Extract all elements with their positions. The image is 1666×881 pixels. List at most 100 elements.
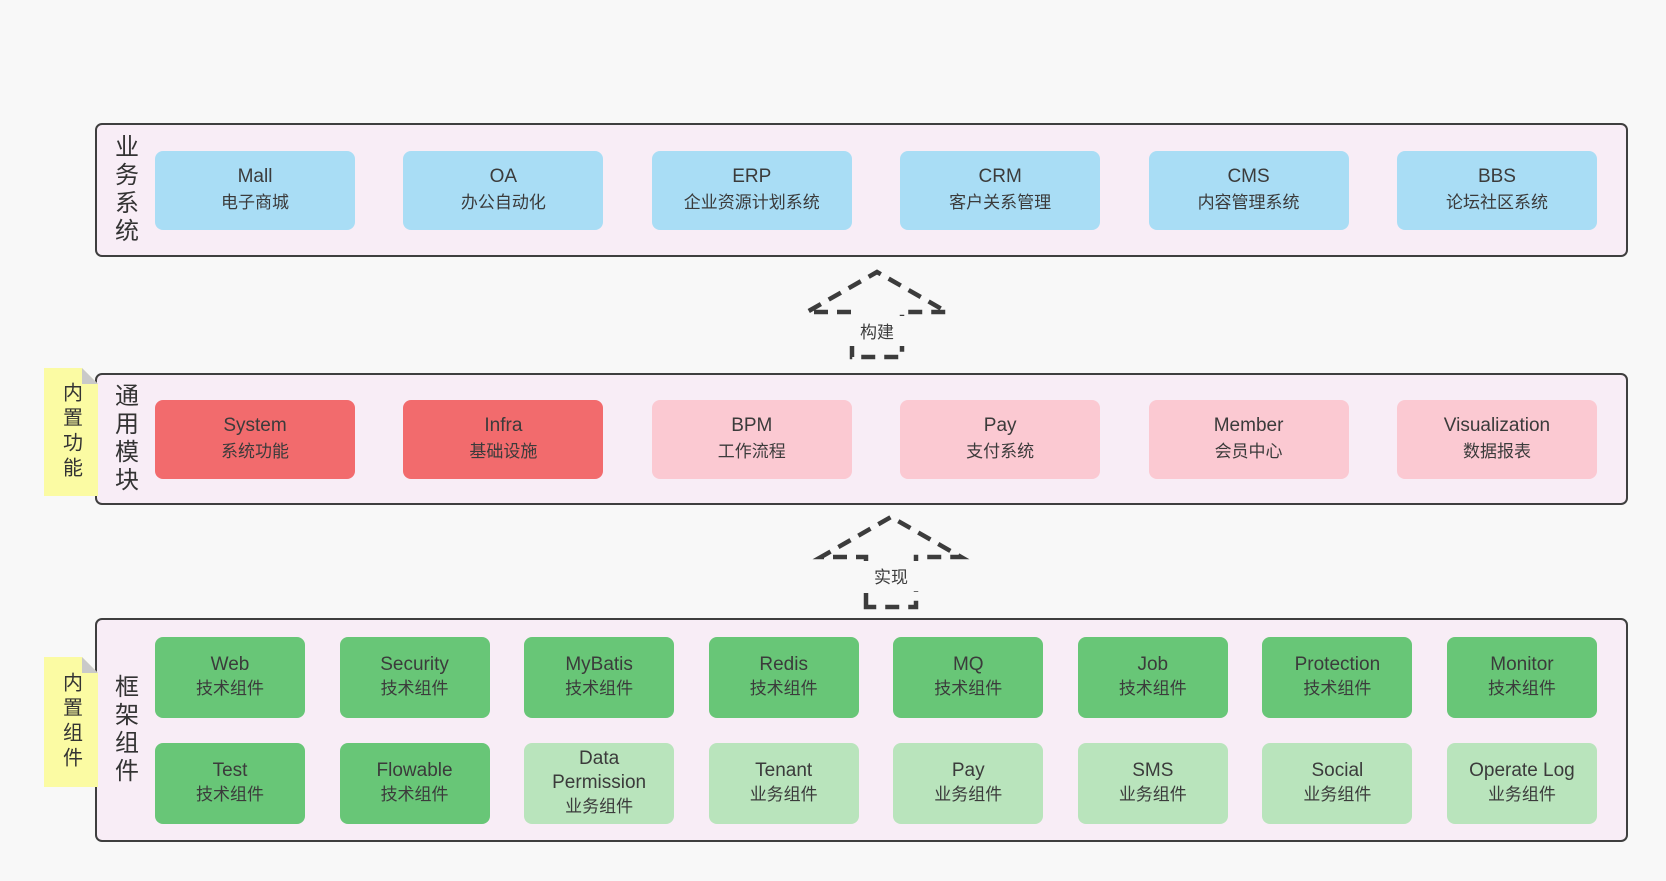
sticky-note-built-in-features: 内置功能 — [44, 368, 98, 496]
module-title: Visualization — [1443, 415, 1551, 436]
sticky-note-fold-icon — [82, 657, 98, 673]
module-title: Mall — [237, 166, 273, 187]
module-box: Pay 业务组件 — [893, 742, 1044, 824]
module-subtitle: 技术组件 — [749, 679, 818, 698]
build-arrow-label: 构建 — [860, 323, 894, 342]
module-title: OA — [489, 166, 518, 187]
module-subtitle: 技术组件 — [1487, 679, 1556, 698]
module-title: Data Permission — [552, 748, 647, 793]
module-subtitle: 技术组件 — [380, 679, 449, 698]
build-arrow: 构建 — [798, 269, 956, 360]
module-box: CMS 内容管理系统 — [1148, 150, 1349, 230]
module-subtitle: 技术组件 — [1118, 679, 1187, 698]
module-title: SMS — [1132, 760, 1174, 781]
module-subtitle: 企业资源计划系统 — [683, 193, 820, 212]
module-subtitle: 业务组件 — [1118, 785, 1187, 804]
common-modules-side-label: 通用模块 — [110, 383, 138, 495]
business-systems-side-label: 业务系统 — [110, 134, 138, 246]
module-subtitle: 办公自动化 — [460, 193, 546, 212]
module-title: Social — [1311, 760, 1364, 781]
module-box: Visualization 数据报表 — [1396, 399, 1597, 479]
module-subtitle: 业务组件 — [934, 785, 1003, 804]
module-subtitle: 支付系统 — [966, 442, 1035, 461]
module-subtitle: 技术组件 — [565, 679, 634, 698]
module-subtitle: 客户关系管理 — [949, 193, 1052, 212]
module-subtitle: 技术组件 — [1303, 679, 1372, 698]
module-subtitle: 业务组件 — [1487, 785, 1556, 804]
module-subtitle: 电子商城 — [221, 193, 289, 212]
module-title: CRM — [978, 166, 1022, 187]
module-title: BBS — [1477, 166, 1516, 187]
implement-arrow-label: 实现 — [874, 568, 908, 587]
build-arrow-outline — [798, 269, 956, 360]
module-row: Mall 电子商城 OA 办公自动化 ERP 企业资源计划系统 CRM 客户关系管理 CMS 内容… — [155, 150, 1597, 230]
module-box: BBS 论坛社区系统 — [1396, 150, 1597, 230]
sticky-note-built-in-components: 内置组件 — [44, 657, 98, 787]
business-systems-rows: Mall 电子商城 OA 办公自动化 ERP 企业资源计划系统 CRM 客户关系管理 CMS 内容… — [139, 125, 1626, 255]
module-title: Job — [1137, 654, 1169, 675]
module-box: MyBatis 技术组件 — [524, 636, 675, 718]
module-subtitle: 系统功能 — [221, 442, 289, 461]
module-subtitle: 论坛社区系统 — [1445, 193, 1548, 212]
framework-components-side-label: 框架组件 — [110, 674, 138, 786]
module-title: Member — [1213, 415, 1284, 436]
module-title: Operate Log — [1469, 760, 1575, 781]
module-box: ERP 企业资源计划系统 — [651, 150, 852, 230]
module-subtitle: 技术组件 — [196, 679, 264, 698]
module-title: Test — [212, 760, 248, 781]
module-title: Pay — [983, 415, 1017, 436]
module-subtitle: 业务组件 — [1303, 785, 1372, 804]
module-title: MyBatis — [565, 654, 633, 675]
module-title: ERP — [732, 166, 772, 187]
module-subtitle: 内容管理系统 — [1197, 193, 1300, 212]
build-arrow-label-bg — [845, 316, 909, 346]
module-subtitle: 业务组件 — [565, 797, 634, 816]
module-title: Security — [380, 654, 449, 675]
module-title: CMS — [1227, 166, 1270, 187]
module-box: Social 业务组件 — [1262, 742, 1413, 824]
module-title: Monitor — [1490, 654, 1554, 675]
module-box: Web 技术组件 — [155, 636, 305, 718]
module-subtitle: 业务组件 — [749, 785, 818, 804]
module-box: Test 技术组件 — [155, 742, 305, 824]
business-systems-panel: 业务系统 Mall 电子商城 OA 办公自动化 ERP 企业资源计划系统 CRM 客户关系管理… — [95, 123, 1628, 257]
module-title: MQ — [952, 654, 984, 675]
implement-arrow-label-bg — [859, 561, 923, 591]
module-subtitle: 基础设施 — [469, 442, 538, 461]
module-box: SMS 业务组件 — [1077, 742, 1228, 824]
module-subtitle: 技术组件 — [196, 785, 264, 804]
module-box: Data Permission 业务组件 — [524, 742, 675, 824]
module-title: Web — [210, 654, 250, 675]
module-title: Protection — [1294, 654, 1381, 675]
module-box: Mall 电子商城 — [155, 150, 355, 230]
module-title: Pay — [951, 760, 985, 781]
sticky-note-fold-icon — [82, 368, 98, 384]
module-title: Tenant — [755, 760, 813, 781]
module-box: OA 办公自动化 — [403, 150, 604, 230]
module-box: Operate Log 业务组件 — [1446, 742, 1597, 824]
module-title: System — [223, 415, 287, 436]
implement-arrow-outline — [812, 514, 970, 610]
module-title: Infra — [484, 415, 523, 436]
module-box: Tenant 业务组件 — [708, 742, 859, 824]
module-box: Protection 技术组件 — [1262, 636, 1413, 718]
module-subtitle: 工作流程 — [717, 442, 786, 461]
module-box: Monitor 技术组件 — [1446, 636, 1597, 718]
module-box: CRM 客户关系管理 — [900, 150, 1101, 230]
module-box: Security 技术组件 — [339, 636, 490, 718]
module-subtitle: 数据报表 — [1462, 442, 1531, 461]
module-box: Job 技术组件 — [1077, 636, 1228, 718]
module-box: Pay 支付系统 — [900, 399, 1101, 479]
